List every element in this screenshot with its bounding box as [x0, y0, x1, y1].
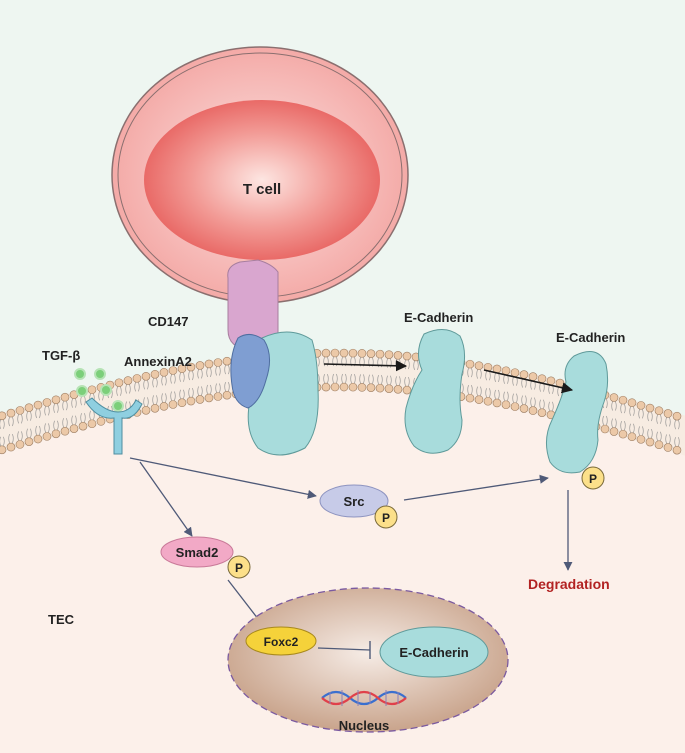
smad2-protein [160, 536, 234, 568]
tgf-beta-dot [100, 384, 112, 396]
src-phospho-label: P [382, 511, 390, 525]
tgf-beta-dot [74, 368, 86, 380]
degradation-label: Degradation [528, 576, 610, 592]
foxc2-label: Foxc2 [264, 635, 299, 649]
smad2-phospho [227, 555, 251, 579]
tgf-beta-receptor [85, 397, 143, 455]
src-phospho [374, 505, 398, 529]
foxc2-protein [245, 626, 317, 656]
tgf-beta-ligands [74, 368, 124, 412]
e-cadherin-middle-label: E-Cadherin [404, 310, 473, 325]
e-cadherin-gene [379, 626, 489, 678]
arrow-receptor-to-src [129, 457, 317, 499]
arrow-receptor-to-smad2 [139, 461, 193, 537]
tgf-beta-dot [76, 385, 88, 397]
tgf-beta-dot [94, 368, 106, 380]
e-cadherin-right-label: E-Cadherin [556, 330, 625, 345]
cytoplasm [0, 375, 685, 753]
e-cadherin-middle [404, 329, 466, 454]
tgf-beta-label: TGF-β [42, 348, 80, 363]
ecadherin-phospho-label: P [589, 472, 597, 486]
arrow-src-to-ecadherin [403, 474, 549, 501]
ecadherin-phospho [581, 466, 605, 490]
t-cell-nucleus [144, 100, 380, 260]
arrow-complex-to-middle [323, 360, 408, 372]
t-cell: T cell [111, 46, 409, 304]
annexin-a2-protein [230, 334, 270, 409]
nucleus-label: Nucleus [339, 718, 390, 733]
src-label: Src [344, 494, 365, 509]
nucleus: Foxc2 E-Cadherin Nucleus [227, 587, 509, 733]
smad2-phospho-label: P [235, 561, 243, 575]
arrow-middle-to-right [483, 369, 574, 394]
cd147-label: CD147 [148, 314, 188, 329]
e-cadherin-gene-label: E-Cadherin [399, 645, 468, 660]
foxc2-inhibition-line [317, 647, 371, 651]
src-protein [319, 484, 389, 518]
smad2-label: Smad2 [176, 545, 219, 560]
dna-icon [321, 690, 407, 706]
tgf-beta-dot [112, 400, 124, 412]
t-cell-label: T cell [243, 181, 281, 198]
annexin-a2-label: AnnexinA2 [124, 354, 192, 369]
tec-label: TEC [48, 612, 75, 627]
